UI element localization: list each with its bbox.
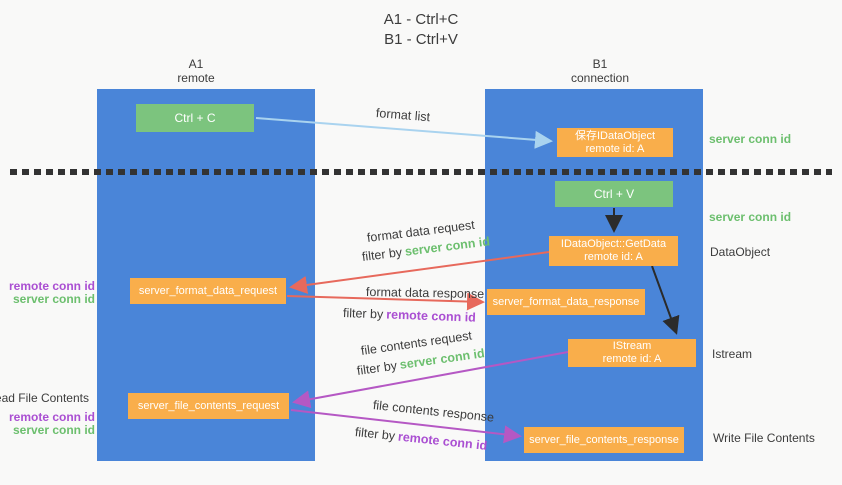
title-line-1: A1 - Ctrl+C [383, 11, 459, 28]
node-istream: IStream remote id: A [568, 339, 696, 367]
label-server-conn-id-right-top: server conn id [709, 132, 792, 146]
label-remote-conn-id-left-bottom: remote conn id [8, 410, 95, 424]
label-format-data-response: format data response [365, 285, 485, 302]
label-write-file-contents: Write File Contents [713, 431, 815, 445]
node-idataobject-getdata: IDataObject::GetData remote id: A [549, 236, 678, 266]
node-ctrl-v-label: Ctrl + V [593, 186, 635, 201]
label-server-conn-id-left-top: server conn id [12, 292, 95, 306]
node-istream-line1: IStream [612, 340, 652, 352]
node-server-format-data-response: server_format_data_response [487, 289, 645, 315]
node-getdata-line2: remote id: A [584, 251, 643, 263]
node-istream-line2: remote id: A [602, 353, 662, 365]
label-read-file-contents: Read File Contents [0, 391, 89, 405]
node-format-request-label: server_format_data_request [138, 284, 278, 297]
label-server-conn-id-right-mid: server conn id [709, 210, 792, 224]
session-divider-line [10, 169, 832, 175]
node-save-idataobject-line1: 保存IDataObject [574, 129, 656, 142]
label-server-conn-id-left-bottom: server conn id [12, 423, 95, 437]
lane-header-a1: A1 remote [96, 57, 296, 85]
node-format-response-label: server_format_data_response [492, 295, 640, 308]
node-ctrl-c-label: Ctrl + C [174, 110, 216, 125]
lane-b1-name: B1 [592, 57, 608, 71]
node-file-request-label: server_file_contents_request [137, 399, 280, 412]
node-save-idataobject-line2: remote id: A [585, 142, 645, 155]
label-istream: Istream [712, 347, 753, 361]
label-dataobject: DataObject [710, 245, 771, 259]
node-ctrl-c: Ctrl + C [136, 104, 254, 132]
lane-a1-role: remote [177, 71, 215, 85]
remote-conn-id-text: remote conn id [386, 307, 477, 325]
label-file-contents-response: file contents response [372, 398, 495, 425]
filter-by-text: filter by [361, 245, 403, 264]
node-getdata-line1: IDataObject::GetData [560, 238, 667, 250]
node-file-response-label: server_file_contents_response [529, 433, 679, 446]
title-line-2: B1 - Ctrl+V [384, 31, 458, 48]
lane-a1-name: A1 [188, 57, 204, 71]
label-remote-conn-id-left-top: remote conn id [8, 279, 95, 293]
node-save-idataobject: 保存IDataObject remote id: A [557, 128, 673, 157]
label-format-list: format list [375, 106, 431, 125]
filter-by-text: filter by [354, 425, 396, 444]
node-server-file-contents-request: server_file_contents_request [128, 393, 289, 419]
node-ctrl-v: Ctrl + V [555, 181, 673, 207]
filter-by-text: filter by [342, 306, 384, 322]
lane-header-b1: B1 connection [500, 57, 700, 85]
node-server-format-data-request: server_format_data_request [130, 278, 286, 304]
lane-b1-role: connection [570, 71, 630, 85]
node-server-file-contents-response: server_file_contents_response [524, 427, 684, 453]
filter-by-text: filter by [356, 358, 398, 378]
diagram-title: A1 - Ctrl+C B1 - Ctrl+V [0, 10, 842, 50]
remote-conn-id-text: remote conn id [397, 429, 488, 453]
